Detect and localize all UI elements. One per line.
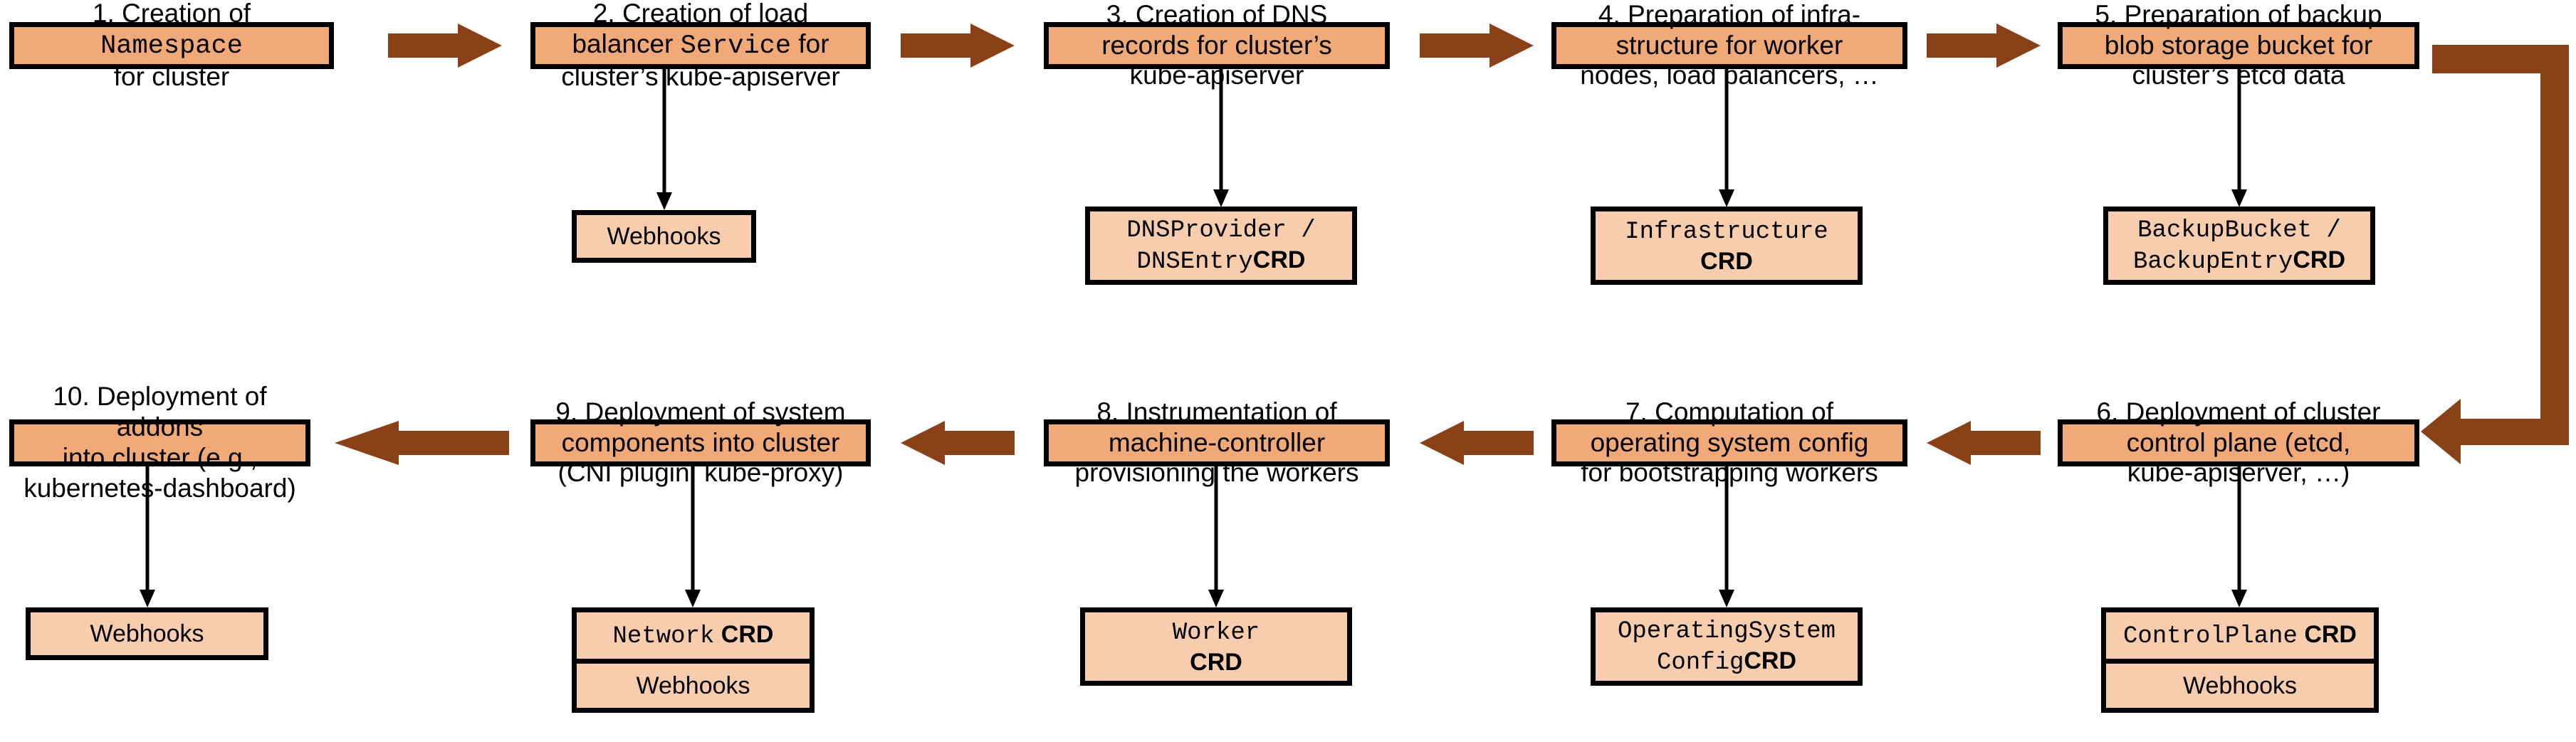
step-box-5[interactable]: 5. Preparation of backup blob storage bu…: [2058, 0, 2419, 90]
controlplane-crd-kind: CRD: [2304, 620, 2357, 648]
arrow-step1-to-step2: [388, 23, 502, 68]
webhooks-label-10: Webhooks: [90, 620, 204, 647]
worker-crd-line-2: CRD: [1190, 648, 1242, 676]
step-box-9[interactable]: 9. Deployment of system components into …: [530, 397, 871, 487]
osc-crd-line-1: OperatingSystem: [1617, 618, 1836, 646]
step-3-line-2: records for cluster’s: [1101, 30, 1332, 60]
arrow-step9-to-step10: [335, 421, 509, 465]
artifact-box-dns-crd[interactable]: DNSProvider / DNSEntryCRD: [1085, 207, 1357, 285]
step-box-6[interactable]: 6. Deployment of cluster control plane (…: [2058, 397, 2419, 487]
infrastructure-crd-line-2: CRD: [1700, 247, 1753, 275]
step-2-line-2-suffix: for: [791, 29, 829, 59]
webhooks-label-6: Webhooks: [2182, 672, 2298, 699]
step-box-4[interactable]: 4. Preparation of infra- structure for w…: [1551, 0, 1907, 90]
arrow-step3-to-step4: [1420, 23, 1534, 68]
step-10-line-1: 10. Deployment of addons: [53, 382, 267, 442]
artifact-cell-infrastructure-crd: Infrastructure CRD: [1596, 211, 1858, 280]
step-box-7[interactable]: 7. Computation of operating system confi…: [1551, 397, 1907, 487]
step-7-line-1: 7. Computation of: [1625, 397, 1834, 427]
artifact-cell-worker-crd: Worker CRD: [1085, 612, 1347, 681]
artifact-cell-controlplane-crd: ControlPlane CRD: [2106, 612, 2374, 664]
artifact-cell-webhooks-10: Webhooks: [31, 612, 263, 655]
step-2-line-2-prefix: balancer: [572, 29, 681, 59]
step-box-8[interactable]: 8. Instrumentation of machine-controller…: [1044, 397, 1390, 487]
artifact-cell-dns-crd: DNSProvider / DNSEntryCRD: [1090, 211, 1352, 280]
arrow-step8-to-step9: [901, 421, 1015, 465]
artifact-box-backup-crd[interactable]: BackupBucket / BackupEntryCRD: [2103, 207, 2375, 285]
artifact-cell-controlplane-webhooks: Webhooks: [2106, 664, 2374, 708]
connector-step3-to-dns-crd: [1210, 68, 1232, 208]
step-box-3[interactable]: 3. Creation of DNS records for cluster’s…: [1044, 0, 1390, 90]
connector-step7-to-osc-crd: [1716, 466, 1737, 608]
step-5-line-2: blob storage bucket for: [2104, 30, 2373, 60]
backup-crd-line-1: BackupBucket /: [2137, 217, 2341, 245]
arrow-step7-to-step8: [1420, 421, 1534, 465]
artifact-box-worker-crd[interactable]: Worker CRD: [1080, 607, 1352, 686]
artifact-box-webhooks-step2[interactable]: Webhooks: [572, 210, 756, 263]
step-box-1[interactable]: 1. Creation of Namespace for cluster: [9, 0, 334, 91]
worker-crd-line-1: Worker: [1172, 619, 1260, 647]
step-2-line-3: cluster’s kube-apiserver: [561, 61, 840, 91]
step-3-line-1: 3. Creation of DNS: [1106, 0, 1328, 29]
step-2-line-1: 2. Creation of load: [592, 0, 809, 28]
step-7-line-3: for bootstrapping workers: [1581, 458, 1878, 488]
artifact-box-controlplane-crd[interactable]: ControlPlane CRD Webhooks: [2101, 607, 2379, 713]
connector-step4-to-infrastructure-crd: [1716, 68, 1737, 208]
connector-step5-to-backup-crd: [2229, 68, 2250, 208]
artifact-cell-network-webhooks: Webhooks: [577, 664, 810, 708]
network-crd-kind: CRD: [721, 620, 774, 648]
step-9-line-2: components into cluster: [561, 427, 840, 457]
artifact-cell-webhooks: Webhooks: [577, 215, 751, 258]
arrow-step5-to-step6-elbow: [2419, 39, 2576, 466]
step-9-line-1: 9. Deployment of system: [555, 397, 846, 427]
step-2-line-2-resource: Service: [680, 31, 792, 62]
controlplane-crd-resource: ControlPlane: [2123, 622, 2298, 650]
artifact-box-osc-crd[interactable]: OperatingSystem ConfigCRD: [1591, 607, 1863, 686]
artifact-box-webhooks-step10[interactable]: Webhooks: [26, 607, 268, 660]
step-5-line-1: 5. Preparation of backup: [2095, 0, 2382, 29]
step-6-line-1: 6. Deployment of cluster: [2096, 397, 2381, 427]
step-8-line-2: machine-controller: [1108, 427, 1326, 457]
step-box-2[interactable]: 2. Creation of load balancer Service for…: [530, 0, 871, 91]
step-10-line-2: into cluster (e.g.,: [62, 443, 258, 472]
network-crd-resource: Network: [612, 622, 715, 650]
artifact-cell-osc-crd: OperatingSystem ConfigCRD: [1596, 612, 1858, 681]
osc-crd-line-2-kind: CRD: [1744, 647, 1797, 674]
arrow-step4-to-step5: [1927, 23, 2041, 68]
connector-step9-to-network-crd: [682, 466, 703, 608]
webhooks-label-9: Webhooks: [636, 672, 750, 699]
step-4-line-1: 4. Preparation of infra-: [1598, 0, 1861, 29]
connector-step10-to-webhooks: [137, 466, 158, 608]
arrow-step2-to-step3: [901, 23, 1015, 68]
artifact-cell-network-crd: Network CRD: [577, 612, 810, 664]
step-4-line-2: structure for worker: [1616, 30, 1843, 60]
step-1-line-2: Namespace: [100, 31, 243, 62]
connector-step2-to-webhooks: [654, 68, 675, 211]
webhooks-label: Webhooks: [607, 222, 721, 250]
dns-crd-line-2-kind: CRD: [1252, 246, 1306, 273]
step-4-line-3: nodes, load balancers, …: [1580, 61, 1879, 90]
step-9-line-3: (CNI plugin, kube-proxy): [557, 458, 844, 488]
step-8-line-1: 8. Instrumentation of: [1096, 397, 1337, 427]
artifact-box-network-crd[interactable]: Network CRD Webhooks: [572, 607, 815, 713]
connector-step8-to-worker-crd: [1205, 466, 1227, 608]
step-10-line-3: kubernetes-dashboard): [23, 473, 296, 503]
step-6-line-2: control plane (etcd,: [2126, 427, 2351, 457]
backup-crd-line-2-kind: CRD: [2293, 246, 2346, 273]
artifact-box-infrastructure-crd[interactable]: Infrastructure CRD: [1591, 207, 1863, 285]
dns-crd-line-2-resource: DNSEntry: [1136, 249, 1253, 276]
arrow-step6-to-step7: [1927, 421, 2041, 465]
dns-crd-line-1: DNSProvider /: [1126, 217, 1316, 245]
step-7-line-2: operating system config: [1590, 427, 1869, 457]
step-1-line-1: 1. Creation of: [92, 0, 251, 28]
step-3-line-3: kube-apiserver: [1129, 61, 1304, 90]
artifact-cell-backup-crd: BackupBucket / BackupEntryCRD: [2108, 211, 2370, 280]
infrastructure-crd-line-1: Infrastructure: [1625, 218, 1828, 246]
step-box-10[interactable]: 10. Deployment of addons into cluster (e…: [9, 382, 310, 503]
step-1-line-3: for cluster: [113, 61, 230, 91]
osc-crd-line-2-resource: Config: [1656, 649, 1744, 676]
connector-step6-to-controlplane-crd: [2229, 466, 2250, 608]
backup-crd-line-2-resource: BackupEntry: [2132, 249, 2293, 276]
